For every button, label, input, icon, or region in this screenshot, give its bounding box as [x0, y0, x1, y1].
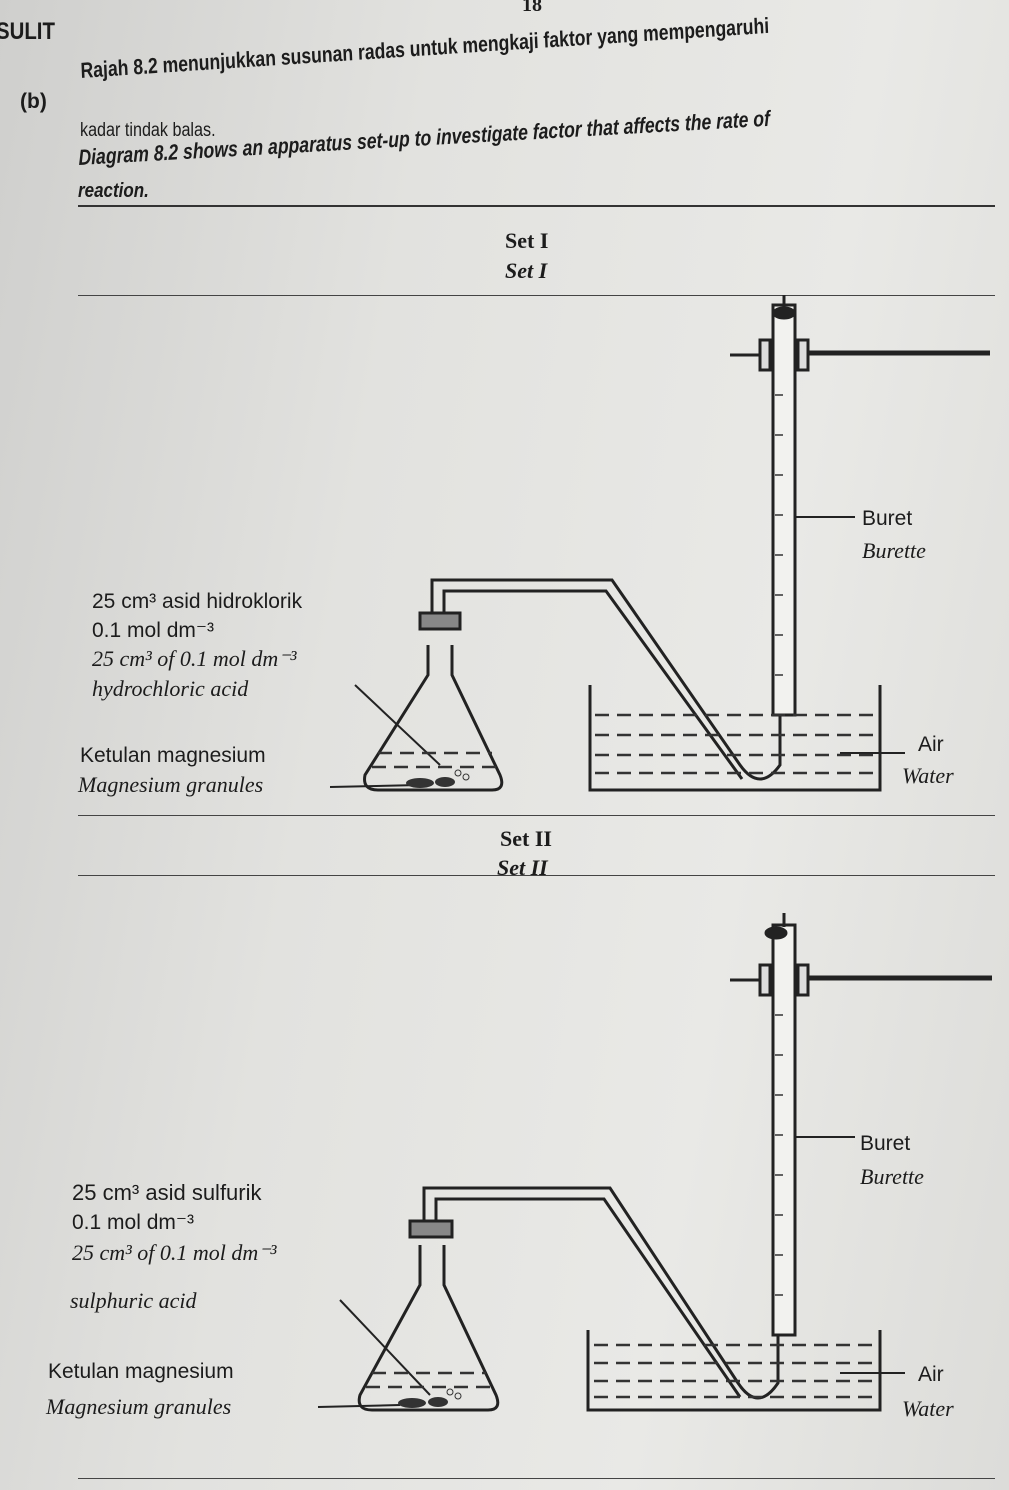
set-2-burette-label-malay: Buret [860, 1132, 911, 1155]
set-2-acid-label-english-2: sulphuric acid [70, 1288, 197, 1313]
divider [78, 875, 995, 876]
question-english: Diagram 8.2 shows an apparatus set-up to… [78, 105, 771, 170]
question-english-continued: reaction. [78, 180, 149, 202]
set-1-acid-label-english-1: 25 cm³ of 0.1 mol dm⁻³ [92, 646, 297, 671]
set-1-burette-label-english: Burette [862, 538, 926, 563]
question-malay: Rajah 8.2 menunjukkan susunan radas untu… [80, 12, 770, 83]
set-2-solid-label-english: Magnesium granules [46, 1394, 232, 1419]
set-2-acid-label-malay-1: 25 cm³ asid sulfurik [72, 1180, 262, 1205]
set-2-acid-label-malay-2: 0.1 mol dm⁻³ [72, 1211, 194, 1234]
set-2-title: Set II [500, 826, 552, 851]
set-1-acid-label-english-2: hydrochloric acid [92, 676, 249, 701]
set-2-acid-label-english-1: 25 cm³ of 0.1 mol dm⁻³ [72, 1240, 277, 1265]
set-2-solid-label-malay: Ketulan magnesium [48, 1360, 234, 1383]
set-1-title-english: Set I [505, 258, 548, 283]
set-2-water-label-malay: Air [918, 1363, 944, 1386]
set-1-water-label-english: Water [902, 763, 954, 788]
set-1-solid-label-malay: Ketulan magnesium [80, 744, 266, 767]
set-2-burette-label-english: Burette [860, 1164, 924, 1189]
set-1-acid-label-malay-2: 0.1 mol dm⁻³ [92, 619, 214, 642]
set-2-title-english: Set II [497, 855, 548, 880]
divider [78, 815, 995, 816]
page-number: 18 [522, 0, 542, 16]
set-1-burette-label-malay: Buret [862, 507, 913, 530]
set-2-apparatus-diagram [317, 913, 992, 1412]
set-1-solid-label-english: Magnesium granules [78, 772, 264, 797]
question-malay-continued: kadar tindak balas. [80, 120, 216, 141]
question-part-label: (b) [20, 90, 47, 113]
set-1-acid-label-malay-1: 25 cm³ asid hidroklorik [92, 590, 303, 613]
divider [78, 295, 995, 296]
set-1-apparatus-diagram [329, 295, 990, 792]
set-1-title: Set I [505, 228, 549, 253]
set-1-water-label-malay: Air [918, 733, 944, 756]
set-2-water-label-english: Water [902, 1396, 954, 1421]
divider [78, 1478, 995, 1479]
diagram-table [78, 205, 995, 1482]
header-sulit: SULIT [0, 18, 55, 45]
